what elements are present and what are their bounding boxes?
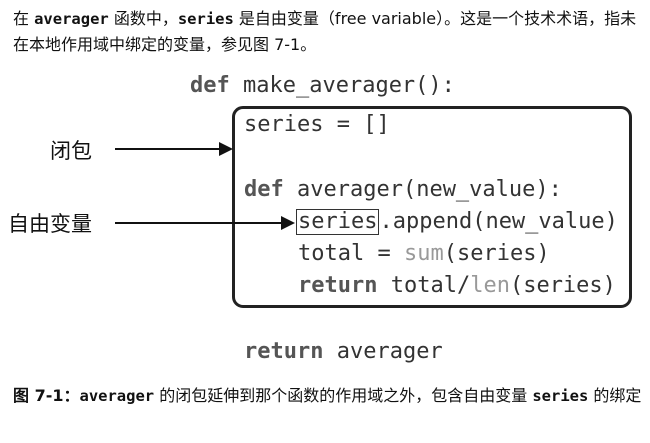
figure-caption: 图 7-1：averager 的闭包延伸到那个函数的作用域之外，包含自由变量 s… bbox=[13, 386, 642, 405]
intro-paragraph: 在 averager 函数中，series 是自由变量（free variabl… bbox=[13, 9, 637, 54]
code-line-outer-def: def make_averager(): bbox=[190, 73, 455, 98]
inline-code-series: series bbox=[177, 10, 234, 28]
label-closure: 闭包 bbox=[50, 139, 92, 163]
code-line-outer-return: return averager bbox=[244, 339, 443, 364]
caption-code-averager: averager bbox=[79, 387, 155, 405]
caption-code-series: series bbox=[532, 387, 589, 405]
label-free-variable: 自由变量 bbox=[8, 212, 92, 236]
code-line-inner-def: def averager(new_value): bbox=[244, 177, 562, 202]
code-line-total: total = sum(series) bbox=[298, 241, 550, 266]
closure-scope-box bbox=[232, 106, 632, 308]
code-line-append: series.append(new_value) bbox=[296, 209, 618, 235]
arrow-closure-icon bbox=[115, 142, 233, 156]
free-variable-highlight: series bbox=[296, 209, 380, 235]
arrow-free-variable-icon bbox=[115, 216, 295, 230]
inline-code-averager: averager bbox=[34, 10, 109, 28]
code-line-inner-return: return total/len(series) bbox=[298, 273, 616, 298]
code-line-series-init: series = [] bbox=[244, 112, 390, 137]
